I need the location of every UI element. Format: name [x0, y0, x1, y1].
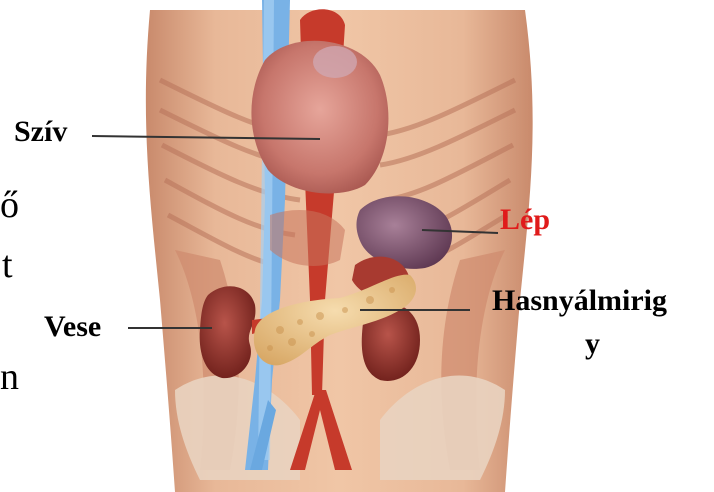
- label-lep: Lép: [500, 205, 550, 235]
- side-text-fragment: n: [0, 358, 19, 396]
- label-sziv: Szív: [14, 117, 67, 147]
- label-hasnyalmirigy-line1: Hasnyálmirig: [492, 286, 667, 316]
- label-vese: Vese: [44, 312, 101, 342]
- side-text-fragment: t: [2, 246, 13, 284]
- kidney-right: [200, 286, 256, 378]
- label-hasnyalmirigy-line2: y: [585, 329, 600, 359]
- side-text-fragment: ő: [0, 186, 19, 224]
